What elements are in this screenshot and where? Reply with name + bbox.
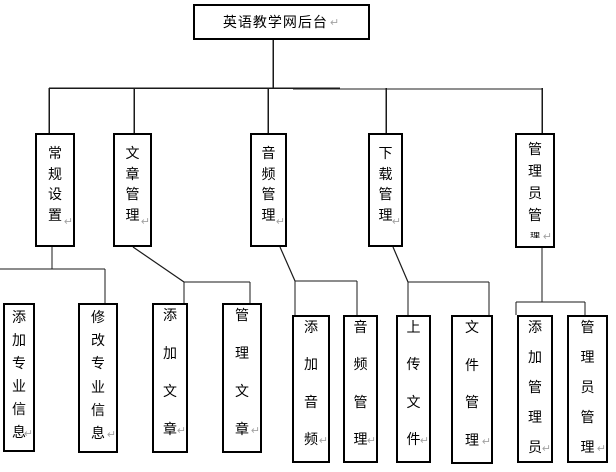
node-edit-major-info: 修改专业信息 ↵ <box>78 303 118 453</box>
paragraph-mark: ↵ <box>481 435 491 448</box>
paragraph-mark: ↵ <box>596 442 606 455</box>
paragraph-mark: ↵ <box>140 215 150 228</box>
node-general-settings: 常规设置 ↵ <box>35 133 75 247</box>
paragraph-mark: ↵ <box>542 230 552 243</box>
node-add-admin: 添加管理员 ↵ <box>517 315 553 463</box>
node-admin-mgmt: 管理员管理 ↵ <box>515 133 555 248</box>
paragraph-mark: ↵ <box>419 434 429 447</box>
node-root: 英语教学网后台 ↵ <box>193 4 370 40</box>
paragraph-mark: ↵ <box>63 215 73 228</box>
node-file-manage: 文件管理 ↵ <box>451 315 493 464</box>
paragraph-mark: ↵ <box>391 215 401 228</box>
paragraph-mark: ↵ <box>541 442 551 455</box>
paragraph-mark: ↵ <box>106 428 116 441</box>
node-download-mgmt: 下载管理 ↵ <box>368 133 403 247</box>
node-add-audio: 添加音频 ↵ <box>292 315 330 463</box>
node-upload-file: 上传文件 ↵ <box>396 315 431 463</box>
node-add-article: 添加文章 ↵ <box>152 303 188 453</box>
node-admin-manage: 管理员管理 ↵ <box>567 315 608 463</box>
paragraph-mark: ↵ <box>366 434 376 447</box>
node-audio-mgmt: 音频管理 ↵ <box>250 133 287 247</box>
node-audio-manage: 音频管理 ↵ <box>343 315 378 463</box>
paragraph-mark: ↵ <box>23 427 33 440</box>
paragraph-mark: ↵ <box>250 424 260 437</box>
node-add-major-info: 添加专业信息 ↵ <box>3 303 35 452</box>
paragraph-mark: ↵ <box>275 215 285 228</box>
node-article-mgmt: 文章管理 ↵ <box>113 133 152 247</box>
paragraph-mark: ↵ <box>318 434 328 447</box>
paragraph-mark: ↵ <box>176 424 186 437</box>
node-manage-article: 管理文章 ↵ <box>222 303 262 453</box>
node-root-label: 英语教学网后台 <box>222 15 328 31</box>
paragraph-mark: ↵ <box>329 15 341 29</box>
